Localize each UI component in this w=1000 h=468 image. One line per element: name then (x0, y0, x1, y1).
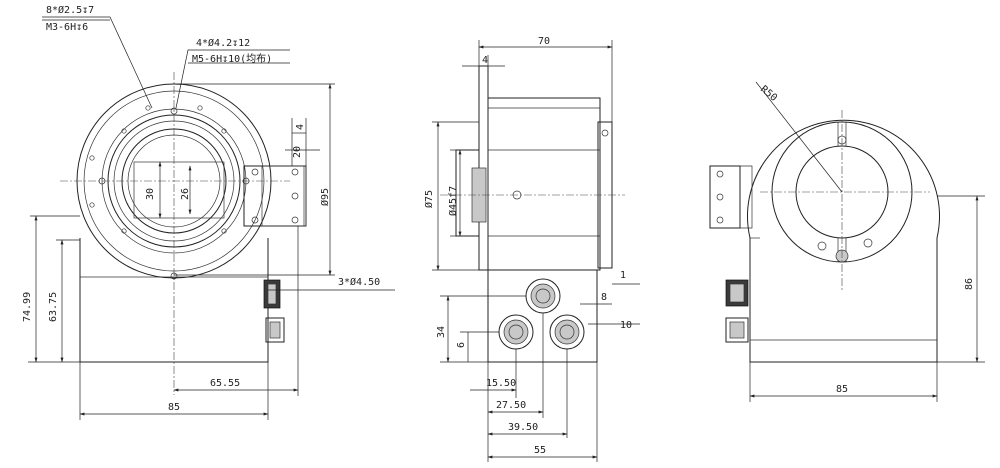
dim-phi45f7: Ø45f7 (447, 186, 459, 216)
dim-86: 86 (964, 278, 975, 290)
front-view: 8*Ø2.5↧7 M3-6H↧6 4*Ø4.2↧12 M5-6H↧10(均布) … (22, 4, 395, 420)
dim-65-55: 65.55 (210, 378, 240, 389)
front-view-connector-bottom (265, 317, 285, 343)
side-view-body (488, 97, 601, 271)
dim-39-50: 39.50 (508, 422, 538, 433)
side-view-connector-right (549, 314, 585, 350)
dim-4-front: 4 (295, 124, 306, 130)
dim-4-side: 4 (482, 55, 488, 66)
leader-holes-m6 (175, 49, 290, 109)
dim-30: 30 (145, 188, 156, 200)
dim-34: 34 (436, 326, 447, 338)
rear-view: R50 86 85 (709, 81, 985, 402)
front-view-mounting-bracket (243, 165, 307, 227)
front-view-connector-top (263, 279, 281, 309)
dim-8: 8 (601, 292, 607, 303)
label-holes-m3: 8*Ø2.5↧7 (46, 4, 94, 16)
side-view: 70 4 Ø75 Ø45f7 1 8 10 34 6 (423, 36, 640, 462)
label-thread-m6: M5-6H↧10(均布) (192, 53, 272, 65)
label-thread-m3: M3-6H↧6 (46, 22, 88, 33)
dim-1: 1 (620, 270, 626, 281)
side-view-housing (487, 270, 598, 363)
leader-holes-m3 (42, 16, 153, 109)
dim-phi75: Ø75 (423, 190, 435, 208)
leader-r50 (755, 81, 843, 193)
front-view-shaft-rect (133, 161, 225, 219)
dim-10: 10 (620, 320, 632, 331)
side-view-connector-left (498, 314, 534, 350)
dim-74-99: 74.99 (22, 292, 33, 322)
front-view-bolt-holes (89, 105, 250, 280)
dim-70: 70 (538, 36, 550, 47)
side-view-connector-top (525, 278, 561, 314)
dim-r50: R50 (758, 84, 779, 104)
dim-20: 20 (292, 146, 303, 158)
label-holes-small: 3*Ø4.50 (338, 276, 380, 288)
dim-27-50: 27.50 (496, 400, 526, 411)
dim-phi95: Ø95 (319, 188, 331, 206)
rear-view-body-outline (747, 119, 940, 363)
rear-view-mounting-bracket (709, 165, 753, 229)
dim-85-front: 85 (168, 402, 180, 413)
dim-26: 26 (180, 188, 191, 200)
dim-85-rear: 85 (836, 384, 848, 395)
dim-63-75: 63.75 (48, 292, 59, 322)
rear-view-connector-bottom (725, 317, 749, 343)
label-holes-m6: 4*Ø4.2↧12 (196, 37, 250, 49)
dim-55: 55 (534, 445, 546, 456)
dim-15-50: 15.50 (486, 378, 516, 389)
dim-6: 6 (456, 342, 467, 348)
